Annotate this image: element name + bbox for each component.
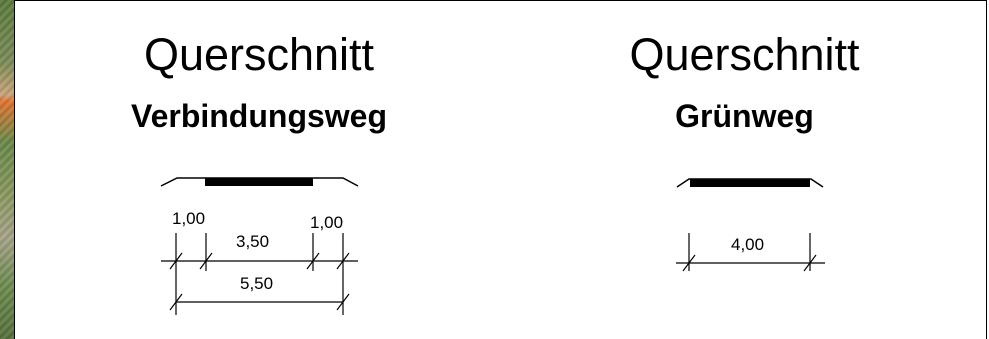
panel-title: Querschnitt xyxy=(143,29,375,80)
panel-subtitle: Verbindungsweg xyxy=(130,98,388,134)
cross-section-drawing: 4,00 xyxy=(676,178,825,272)
aerial-photo-strip xyxy=(0,0,14,339)
panel-title: Querschnitt xyxy=(629,29,860,80)
tick-mark xyxy=(336,252,350,270)
cross-section-panel-verbindungsweg: Querschnitt Verbindungsweg xyxy=(14,0,504,339)
road-profile xyxy=(160,177,359,187)
pavement-layer xyxy=(690,179,810,187)
dimension-lines xyxy=(676,233,825,272)
dimension-label-left-shoulder: 1,00 xyxy=(172,209,205,228)
tick-mark xyxy=(336,293,350,311)
tick-mark xyxy=(803,254,817,272)
tick-mark xyxy=(306,252,320,270)
tick-mark xyxy=(199,252,213,270)
road-profile xyxy=(676,178,824,188)
panel-subtitle: Grünweg xyxy=(675,98,814,134)
cross-section-drawing: 1,00 3,50 1,00 5,50 xyxy=(160,177,359,315)
tick-mark xyxy=(682,254,696,272)
pavement-layer xyxy=(205,178,313,186)
cross-section-panel-gruenweg: Querschnitt Grünweg 4,00 xyxy=(503,0,987,339)
dimension-label-total: 4,00 xyxy=(731,235,764,254)
dimension-label-carriageway: 3,50 xyxy=(236,232,269,251)
dimension-label-total: 5,50 xyxy=(240,274,273,293)
dimension-lines xyxy=(161,233,358,315)
dimension-label-right-shoulder: 1,00 xyxy=(310,213,343,232)
tick-mark xyxy=(169,252,183,270)
tick-mark xyxy=(169,293,183,311)
